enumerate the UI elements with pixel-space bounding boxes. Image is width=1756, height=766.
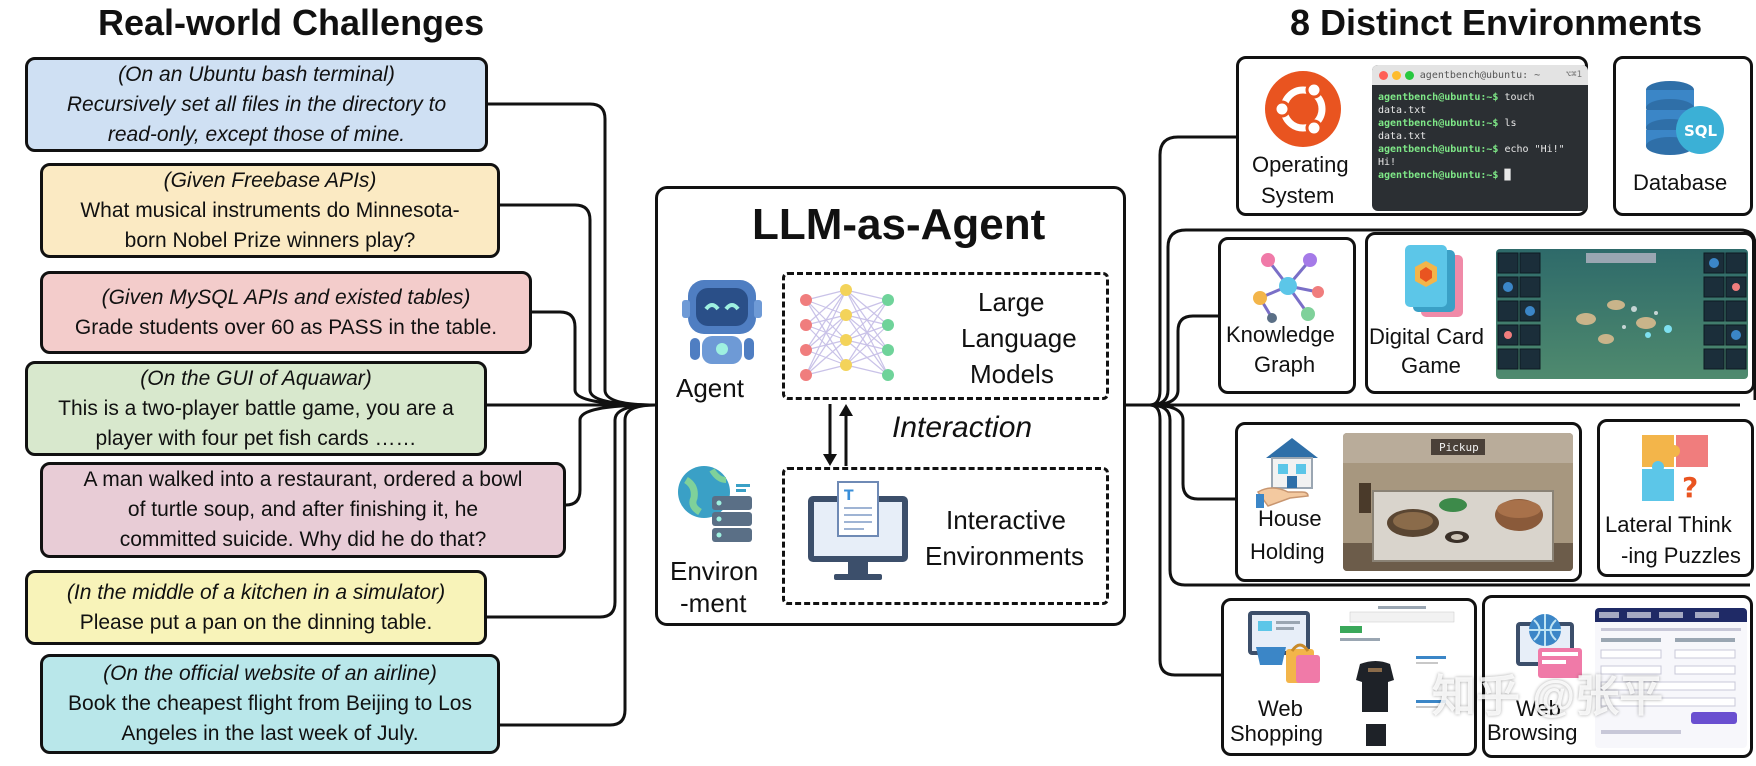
ienv-line-2: Environments [925, 541, 1084, 571]
left-heading: Real-world Challenges [98, 2, 485, 43]
center-title: LLM-as-Agent [752, 200, 1046, 249]
interactive-env-dashed-box [782, 467, 1109, 605]
svg-text:?: ? [1682, 471, 1698, 503]
house-hand-icon [1256, 438, 1318, 508]
agent-label: Agent [676, 373, 744, 403]
llm-dashed-box [782, 272, 1109, 400]
llm-line-3: Models [970, 359, 1054, 389]
terminal-title: agentbench@ubuntu: ~ [1419, 70, 1541, 81]
llm-line-2: Language [961, 323, 1077, 353]
task-context: (On the official website of an airline) [103, 662, 437, 685]
task-box-os: (On an Ubuntu bash terminal) Recursively… [25, 57, 488, 152]
task-line: Grade students over 60 as PASS in the ta… [74, 315, 498, 339]
task-context: (Given Freebase APIs) [163, 168, 377, 192]
task-line: A man walked into a restaurant, ordered … [83, 468, 523, 491]
task-box-kg: (Given Freebase APIs) What musical instr… [40, 163, 500, 258]
card-game-icon [1405, 245, 1463, 317]
ienv-line-1: Interactive [946, 505, 1066, 535]
task-box-db: (Given MySQL APIs and existed tables) Gr… [40, 271, 532, 354]
knowledge-graph-icon [1253, 253, 1324, 323]
terminal-body: agentbench@ubuntu:~$ touch data.txt agen… [1372, 85, 1588, 188]
terminal-line: Hi! [1378, 157, 1397, 168]
task-line: committed suicide. Why did he do that? [119, 528, 487, 551]
env-label-puzzle-1: Lateral Think [1605, 512, 1732, 537]
env-label-kg-1: Knowledge [1226, 322, 1335, 347]
llm-line-1: Large [978, 287, 1045, 317]
task-line: This is a two-player battle game, you ar… [58, 396, 454, 420]
close-dot-icon [1379, 71, 1388, 80]
task-box-puzzle: A man walked into a restaurant, ordered … [40, 462, 566, 558]
task-line: born Nobel Prize winners play? [124, 228, 416, 252]
ubuntu-icon [1265, 71, 1341, 147]
maximize-dot-icon [1405, 71, 1414, 80]
env-label-puzzle-2: -ing Puzzles [1621, 543, 1741, 568]
terminal-line: agentbench@ubuntu:~$ █ [1378, 170, 1511, 181]
terminal-line: agentbench@ubuntu:~$ touch data.txt [1378, 92, 1535, 116]
env-box-puzzles [1597, 419, 1754, 577]
kitchen-screenshot: Pickup [1343, 433, 1573, 571]
aquawar-screenshot [1496, 249, 1748, 379]
task-line: What musical instruments do Minnesota- [80, 198, 460, 222]
neural-network-icon [800, 284, 894, 381]
shopping-icon [1248, 611, 1320, 683]
terminal-titlebar: agentbench@ubuntu: ~ ⌥⌘1 [1372, 65, 1588, 85]
environment-label-2: -ment [680, 588, 747, 618]
env-label-os-2: System [1261, 183, 1335, 208]
sql-icon-text: SQL [1684, 122, 1718, 140]
browsing-icon [1516, 614, 1582, 678]
puzzle-icon: ? [1642, 435, 1708, 503]
minimize-dot-icon [1392, 71, 1401, 80]
interaction-arrows [823, 404, 853, 466]
env-label-kg-2: Graph [1254, 352, 1316, 377]
task-line: of turtle soup, and after finishing it, … [127, 498, 479, 521]
env-label-os-1: Operating [1252, 152, 1349, 177]
pickup-text: Pickup [1439, 441, 1479, 454]
task-line: Recursively set all files in the directo… [66, 92, 447, 116]
task-line: Angeles in the last week of July. [121, 722, 419, 745]
env-label-browse-2: Browsing [1487, 720, 1578, 745]
task-line: player with four pet fish cards …… [95, 426, 417, 450]
svg-text:T: T [844, 488, 854, 504]
task-context: (On an Ubuntu bash terminal) [118, 62, 395, 86]
task-context: (Given MySQL APIs and existed tables) [101, 285, 471, 309]
task-box-web: (On the official website of an airline) … [40, 654, 500, 754]
env-label-shop-2: Shopping [1230, 721, 1323, 746]
terminal-line: agentbench@ubuntu:~$ echo "Hi!" [1378, 144, 1565, 155]
task-box-card-game: (On the GUI of Aquawar) This is a two-pl… [25, 361, 487, 456]
env-label-database: Database [1633, 170, 1728, 195]
interaction-label: Interaction [892, 411, 1033, 444]
shopping-screenshot [1338, 604, 1466, 750]
task-line: read-only, except those of mine. [107, 122, 406, 146]
terminal-line: agentbench@ubuntu:~$ ls [1378, 118, 1517, 129]
task-context: (On the GUI of Aquawar) [140, 366, 372, 390]
env-label-card-1: Digital Card [1369, 324, 1484, 349]
task-box-house: (In the middle of a kitchen in a simulat… [25, 570, 487, 645]
env-label-house-2: Holding [1250, 539, 1325, 564]
env-label-shop-1: Web [1258, 696, 1303, 721]
right-heading: 8 Distinct Environments [1290, 2, 1703, 43]
env-label-house-1: House [1258, 506, 1322, 531]
task-line: Book the cheapest flight from Beijing to… [68, 692, 472, 715]
watermark: 知乎 @张平 [1432, 672, 1664, 721]
robot-icon [682, 280, 762, 364]
terminal-shortcut: ⌥⌘1 [1565, 70, 1582, 80]
env-label-browse-1: Web [1516, 696, 1561, 721]
task-line: Please put a pan on the dinning table. [79, 610, 433, 634]
task-context: (In the middle of a kitchen in a simulat… [66, 580, 446, 604]
terminal-line: data.txt [1378, 131, 1427, 142]
environment-icon [678, 466, 752, 542]
monitor-document-icon: T [808, 481, 908, 580]
env-label-card-2: Game [1401, 353, 1461, 378]
terminal-window: agentbench@ubuntu: ~ ⌥⌘1 agentbench@ubun… [1372, 65, 1588, 211]
database-sql-icon: SQL [1646, 81, 1724, 155]
env-box-knowledge-graph [1218, 237, 1356, 394]
environment-label-1: Environ [670, 556, 759, 586]
airline-screenshot [1595, 608, 1747, 748]
